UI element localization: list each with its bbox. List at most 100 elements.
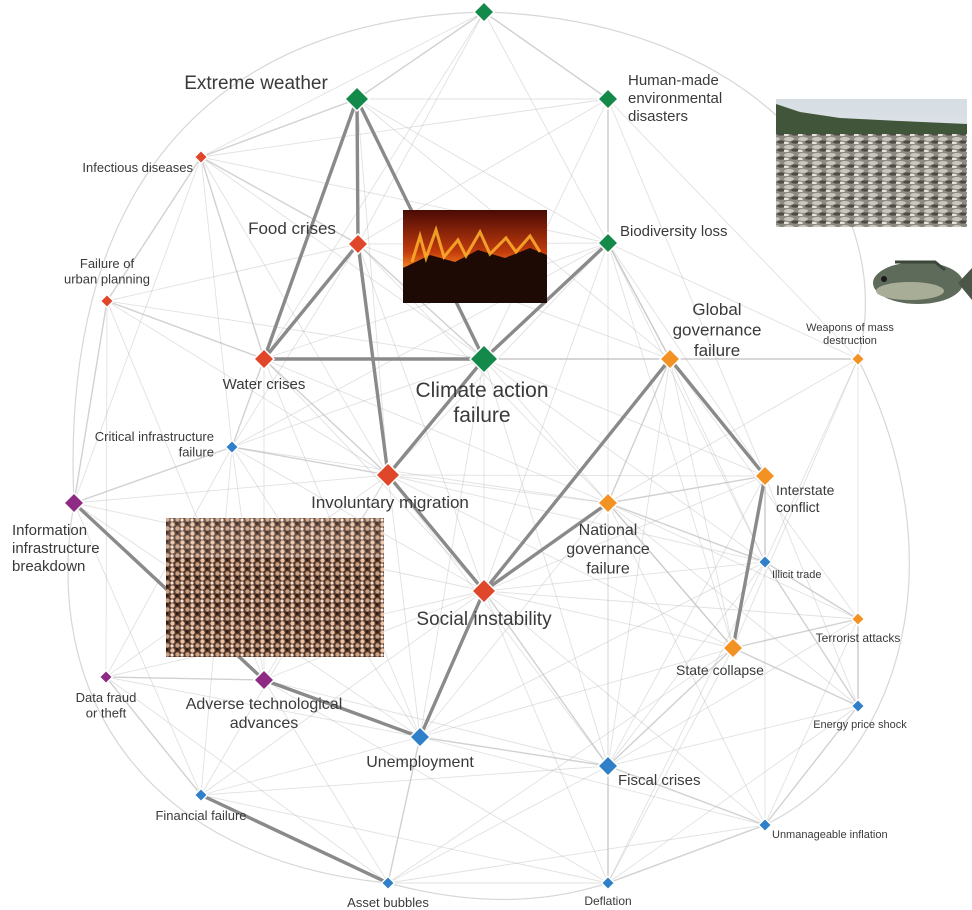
- link-unemployment-inflation: [419, 736, 766, 826]
- link-unemployment-fiscal: [419, 736, 609, 767]
- link-infectious-water: [200, 156, 265, 360]
- link-fiscal-financial: [200, 765, 609, 796]
- risk-node-asset[interactable]: Asset bubbles: [347, 875, 429, 910]
- risk-node-energy[interactable]: Energy price shock: [813, 698, 907, 732]
- link-wmd-illicit: [764, 358, 859, 563]
- link-state_collapse-unemployment: [419, 647, 734, 738]
- risk-node-top[interactable]: [472, 0, 496, 24]
- link-adverse_tech-asset: [263, 679, 389, 884]
- link-extreme_weather-biodiversity: [356, 98, 609, 244]
- risk-node-extreme-weather[interactable]: Extreme weather: [184, 73, 371, 113]
- risk-node-deflation[interactable]: Deflation: [584, 875, 632, 909]
- link-biodiversity-illicit: [607, 242, 766, 563]
- link-human_made-infectious: [200, 98, 609, 158]
- outer-arc-3: [764, 358, 910, 826]
- link-info_infra-financial: [73, 502, 202, 796]
- diamond-marker: [380, 875, 396, 891]
- link-national_gov-illicit: [607, 502, 766, 563]
- diamond-marker: [252, 668, 276, 692]
- risk-node-inflation[interactable]: Unmanageable inflation: [757, 817, 888, 842]
- risk-node-water[interactable]: Water crises: [223, 347, 306, 393]
- link-top-water: [263, 11, 485, 360]
- link-critical_infra-national_gov: [231, 446, 609, 504]
- strong-link-food-water: [262, 242, 360, 361]
- link-water-critical_infra: [231, 358, 265, 448]
- risk-node-fiscal[interactable]: Fiscal crises: [596, 754, 701, 789]
- link-climate-illicit: [483, 358, 766, 563]
- strong-link-social-national_gov: [482, 501, 610, 593]
- strong-link-social-unemployment: [418, 589, 486, 739]
- risk-node-social[interactable]: Social instability: [416, 577, 552, 630]
- risk-node-migration[interactable]: Involuntary migration: [311, 461, 469, 512]
- risk-node-financial[interactable]: Financial failure: [155, 787, 247, 824]
- link-urban-info_infra: [73, 300, 108, 504]
- link-fiscal-asset: [387, 765, 609, 884]
- link-food-urban: [106, 243, 359, 302]
- link-data_fraud-unemployment: [105, 676, 421, 738]
- link-climate-critical_infra: [231, 358, 485, 448]
- link-energy-fiscal: [607, 705, 859, 767]
- risk-label: Extreme weather: [184, 73, 328, 94]
- link-illicit-unemployment: [419, 561, 766, 738]
- link-top-infectious: [200, 11, 485, 158]
- link-infectious-urban: [106, 156, 202, 302]
- link-adverse_tech-deflation: [263, 679, 609, 884]
- risk-node-illicit[interactable]: Illicit trade: [757, 554, 822, 582]
- risk-label: Illicit trade: [772, 569, 822, 581]
- diamond-marker: [596, 754, 620, 778]
- diamond-marker: [596, 231, 620, 255]
- link-top-extreme_weather: [356, 11, 485, 100]
- diamond-marker: [468, 343, 500, 375]
- risk-node-food[interactable]: Food crises: [248, 219, 370, 256]
- risk-node-state-collapse[interactable]: State collapse: [676, 636, 764, 678]
- risk-label: Fiscal crises: [618, 772, 701, 789]
- link-inflation-asset: [387, 824, 766, 884]
- link-infectious-food: [200, 156, 359, 245]
- link-national_gov-energy: [607, 502, 859, 707]
- risk-node-biodiversity[interactable]: Biodiversity loss: [596, 223, 728, 255]
- link-global_gov-fiscal: [607, 358, 671, 767]
- link-data_fraud-adverse_tech: [105, 676, 265, 681]
- link-fiscal-inflation: [607, 765, 766, 826]
- diamond-marker: [850, 698, 866, 714]
- link-state_collapse-energy: [732, 647, 859, 707]
- link-water-social: [263, 358, 485, 592]
- link-migration-fiscal: [387, 474, 609, 767]
- link-national_gov-inflation: [607, 502, 766, 826]
- link-top-food: [357, 11, 485, 245]
- network-edges: [67, 11, 910, 901]
- wildfire-photo: [403, 210, 547, 303]
- link-inflation-deflation: [607, 824, 766, 884]
- diamond-marker: [374, 461, 402, 489]
- risk-node-terrorist[interactable]: Terrorist attacks: [816, 611, 901, 646]
- link-infectious-info_infra: [73, 156, 202, 504]
- link-global_gov-state_collapse: [669, 358, 734, 649]
- diamond-marker: [472, 0, 496, 24]
- link-climate-fiscal: [483, 358, 609, 767]
- link-illicit-fiscal: [607, 561, 766, 767]
- risk-node-unemployment[interactable]: Unemployment: [366, 725, 474, 771]
- link-migration-info_infra: [73, 474, 389, 504]
- link-national_gov-state_collapse: [607, 502, 734, 649]
- risk-label: Social instability: [416, 609, 552, 630]
- risk-node-infectious[interactable]: Infectious diseases: [82, 149, 209, 176]
- link-critical_infra-info_infra: [73, 446, 233, 504]
- link-terrorist-inflation: [764, 618, 859, 826]
- link-migration-national_gov: [387, 474, 609, 504]
- diamond-marker: [224, 439, 240, 455]
